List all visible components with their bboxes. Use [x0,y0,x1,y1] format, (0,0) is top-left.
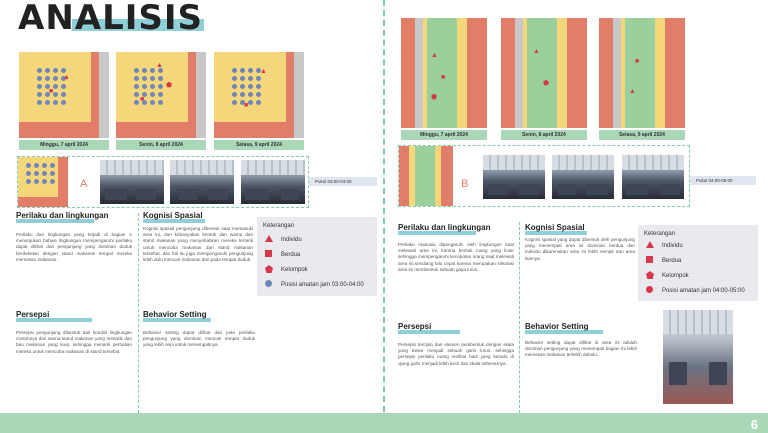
heading-underline [525,330,603,334]
date-label: Selasa, 9 april 2024 [599,130,685,140]
date-label: Minggu, 7 april 2024 [19,140,109,150]
legend-label: Individu [281,236,302,243]
legend-title: Keterangan [263,223,295,229]
heading-underline [143,219,205,223]
site-photo [552,155,614,199]
floorplan-senin: ▲⬟ [501,18,587,128]
floorplan-minggu: ▲■ [19,52,109,138]
square-icon [646,256,653,263]
legend-label: Kelompok [662,272,689,279]
section-text: Perilaku dan lingkungan yang terjadi di … [16,232,132,262]
area-tag: A [80,178,88,190]
floorplan-minggu: ▲■⬟ [401,18,487,128]
section-heading: Persepsi [16,310,50,319]
legend-label: Kelompok [281,266,308,273]
section-text: Persepsi tercipta dari elemen pembentuk … [398,342,514,366]
column-divider [519,222,520,413]
legend-label: Individu [662,242,683,249]
legend-box: Keterangan Individu Berdua Kelompok Posi… [257,217,377,296]
floorplan-senin: ▲⬟■ [116,52,206,138]
section-heading: Kognisi Spasial [525,223,585,232]
area-tag: B [461,178,469,190]
page-title: ANALISIS [18,0,204,38]
photo-strip [17,156,309,208]
site-photo [663,310,733,404]
section-heading: Perilaku dan lingkungan [16,211,109,220]
floorplan-thumb [18,157,68,207]
heading-underline [525,231,587,235]
page-number: 6 [750,417,758,432]
section-text: Behavior setting dapat dilihat di area i… [525,340,637,358]
site-photo [483,155,545,199]
section-heading: Kognisi Spasial [143,211,203,220]
floorplan-thumb [399,146,453,206]
legend-label: Posisi amatan jam 04:00-05:00 [662,287,745,294]
date-label: Minggu, 7 april 2024 [401,130,487,140]
section-text: Behavior setting dapat dilihat dari pola… [143,330,255,348]
date-label: Senin, 8 april 2024 [116,140,206,150]
pentagon-icon [265,265,273,273]
circle-icon [646,286,653,293]
section-heading: Persepsi [398,322,432,331]
column-divider [138,213,139,413]
section-heading: Perilaku dan lingkungan [398,223,491,232]
legend-label: Berdua [281,251,301,258]
heading-underline [398,330,460,334]
time-label: Pukul 03:00-04:00 [309,177,377,186]
section-heading: Behavior Setting [143,310,207,319]
photo-strip [398,145,690,207]
date-label: Senin, 8 april 2024 [501,130,587,140]
heading-underline [143,318,211,322]
section-text: Perilaku manusia dipengaruhi oleh lingku… [398,242,514,272]
legend-label: Berdua [662,257,682,264]
triangle-icon [646,241,654,248]
site-photo [622,155,684,199]
date-label: Selasa, 9 april 2024 [214,140,304,150]
heading-underline [16,219,94,223]
site-photo [170,160,234,204]
title-highlight [72,19,204,31]
section-text: Kognisi spasial pengunjung dibentuk saat… [143,226,253,263]
legend-label: Posisi amatan jam 03:00-04:00 [281,281,364,288]
floorplan-selasa: ▲■ [214,52,304,138]
legend-box: Keterangan Individu Berdua Kelompok Posi… [638,225,758,301]
circle-icon [265,280,272,287]
section-heading: Behavior Setting [525,322,589,331]
section-text: Kognisi spasial yang dapat dibentuk oleh… [525,237,635,261]
time-label: Pukul 04:00-05:00 [690,176,756,185]
pentagon-icon [646,271,654,279]
legend-title: Keterangan [644,231,676,237]
floorplan-selasa: ■▲ [599,18,685,128]
center-divider [383,0,385,412]
triangle-icon [265,235,273,242]
heading-underline [398,231,476,235]
site-photo [100,160,164,204]
footer-bar [0,413,768,433]
section-text: Persepsi pengunjung dibentuk dari kondis… [16,330,132,354]
heading-underline [16,318,92,322]
site-photo [241,160,305,204]
square-icon [265,250,272,257]
